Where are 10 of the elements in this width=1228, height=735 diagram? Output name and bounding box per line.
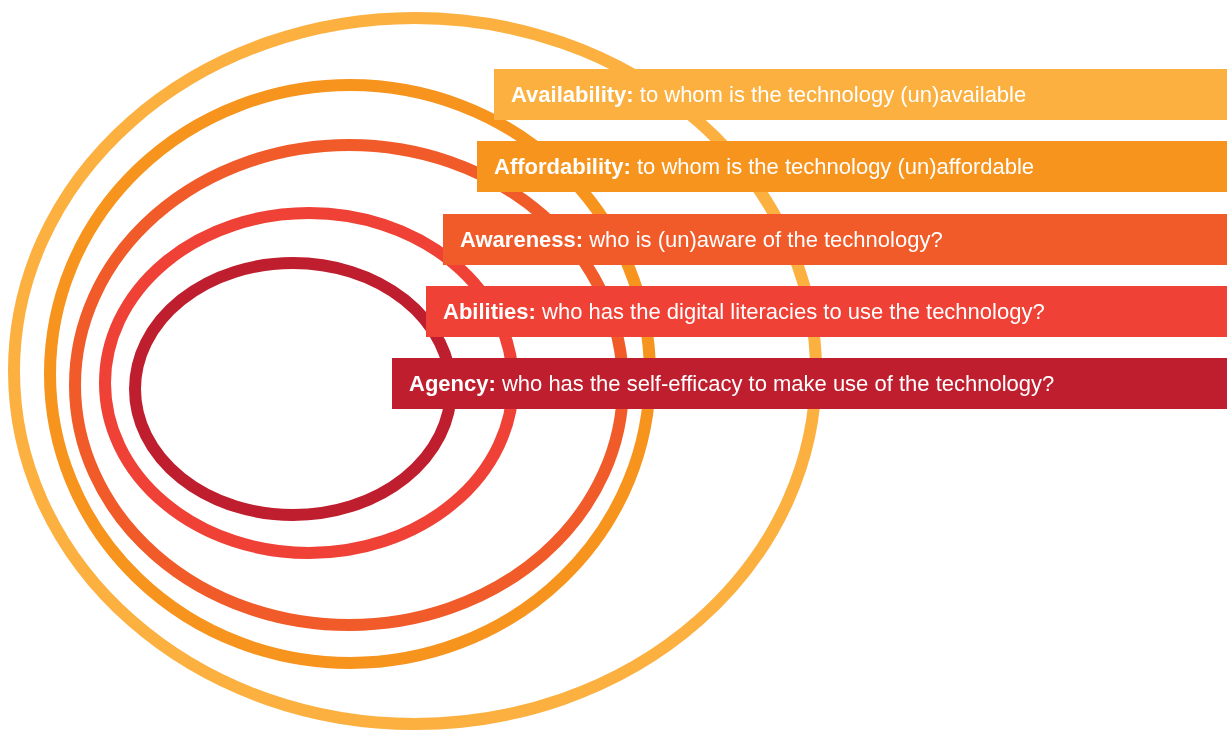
band-text: Awareness: who is (un)aware of the technology? (460, 226, 943, 253)
label-band (477, 141, 1227, 192)
band-text: Abilities: who has the digital literacies to use the technology? (443, 298, 1045, 325)
band-text: Agency: who has the self-efficacy to make use of the technology? (409, 370, 1055, 397)
label-band (392, 358, 1227, 409)
band-text: Availability: to whom is the technology (un)available (511, 81, 1027, 108)
label-band (426, 286, 1227, 337)
label-band (494, 69, 1227, 120)
label-band (443, 214, 1227, 265)
band-text: Affordability: to whom is the technology (un)affordable (494, 153, 1035, 180)
